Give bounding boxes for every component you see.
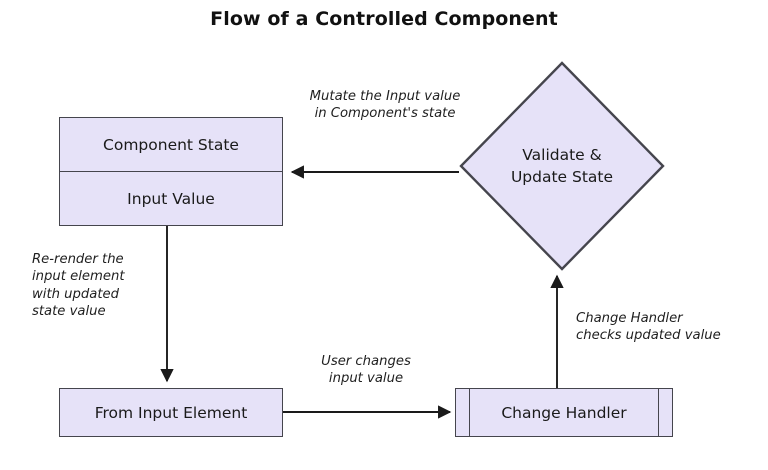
edge-label-checks: Change Handler checks updated value xyxy=(576,311,721,344)
change-handler-left-bar xyxy=(456,389,470,436)
node-change-handler[interactable]: Change Handler xyxy=(455,388,673,437)
from-input-element-label: From Input Element xyxy=(94,403,248,422)
node-component-state[interactable]: Component State Input Value xyxy=(59,117,283,226)
change-handler-label: Change Handler xyxy=(501,403,627,422)
node-from-input-element[interactable]: From Input Element xyxy=(59,388,283,437)
change-handler-right-bar xyxy=(658,389,672,436)
edge-label-rerender: Re-render the input element with updated… xyxy=(32,252,125,320)
edge-label-mutate: Mutate the Input value in Component's st… xyxy=(309,89,461,122)
node-validate-update-state[interactable]: Validate & Update State xyxy=(459,61,665,271)
component-state-input-value: Input Value xyxy=(60,171,282,225)
page-title: Flow of a Controlled Component xyxy=(210,8,558,30)
edge-label-user-changes: User changes input value xyxy=(321,354,411,387)
diamond-shape xyxy=(459,61,665,271)
component-state-title: Component State xyxy=(103,135,239,154)
